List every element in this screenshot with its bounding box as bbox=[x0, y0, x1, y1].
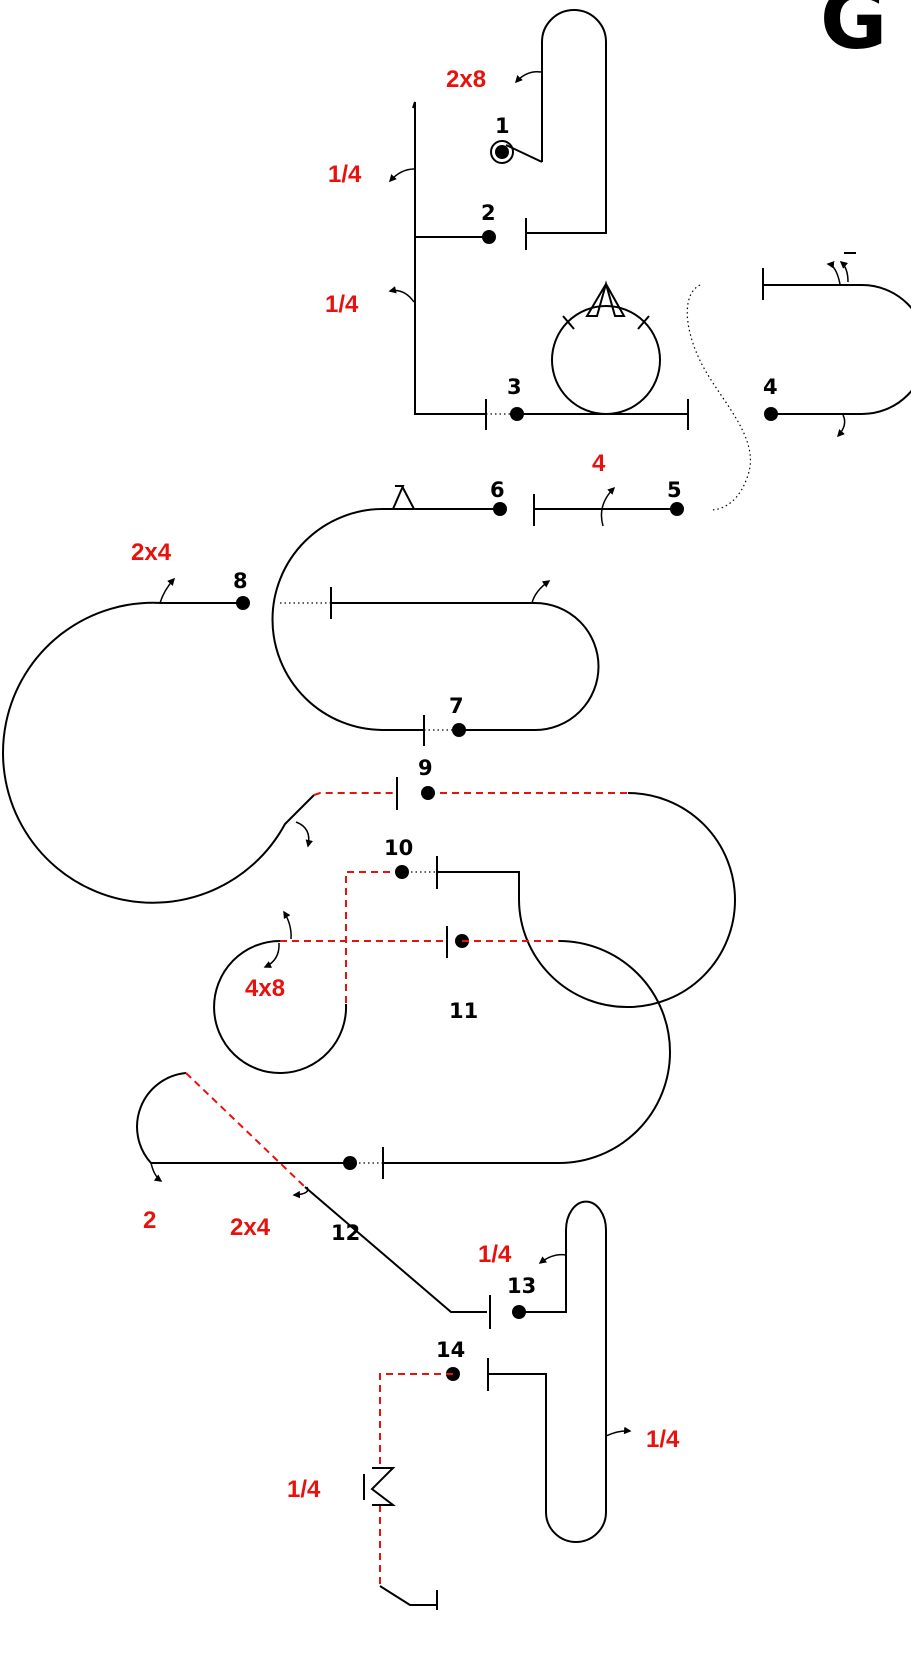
rotation-arrow-icon bbox=[531, 580, 551, 604]
path-6-7 bbox=[271, 485, 600, 746]
rotation-arrow-icon bbox=[839, 261, 849, 283]
position-dot bbox=[493, 502, 507, 516]
path-13-14 bbox=[487, 1200, 607, 1543]
position-dot bbox=[510, 407, 524, 421]
position-label: 13 bbox=[507, 1274, 536, 1298]
path-9-10 bbox=[345, 792, 736, 1009]
position-dot bbox=[482, 230, 496, 244]
count-label: 2x4 bbox=[230, 1214, 271, 1241]
count-label: 1/4 bbox=[325, 291, 359, 318]
position-label: 5 bbox=[667, 478, 682, 502]
rotation-arrow-icon bbox=[292, 1186, 309, 1199]
count-label: 2x8 bbox=[446, 66, 486, 93]
rotation-arrow-icon bbox=[295, 821, 313, 848]
path-4-5 bbox=[686, 268, 911, 511]
rotation-arrow-icon bbox=[600, 486, 616, 527]
rotation-arrow-icon bbox=[836, 414, 846, 438]
position-label: 7 bbox=[449, 694, 464, 718]
position-label: 12 bbox=[331, 1221, 360, 1245]
count-label: 1/4 bbox=[287, 1476, 321, 1503]
path-5-6 bbox=[533, 494, 677, 526]
position-dot bbox=[236, 596, 250, 610]
position-label: 6 bbox=[490, 478, 505, 502]
position-label: 10 bbox=[384, 836, 413, 860]
position-dot bbox=[512, 1305, 526, 1319]
position-dot bbox=[421, 786, 435, 800]
rotation-arrow-icon bbox=[826, 261, 841, 285]
position-label: 3 bbox=[507, 375, 522, 399]
path-8-9 bbox=[2, 601, 398, 904]
rotation-arrow-icon bbox=[283, 910, 292, 940]
position-label: 2 bbox=[481, 201, 496, 225]
position-dot bbox=[395, 865, 409, 879]
path-3-4 bbox=[517, 280, 689, 430]
position-dot bbox=[452, 723, 466, 737]
path-2-3 bbox=[412, 101, 514, 430]
count-label: 1/4 bbox=[478, 1241, 512, 1268]
position-label: 14 bbox=[436, 1338, 465, 1362]
start-marker bbox=[490, 140, 514, 164]
path-10-11 bbox=[213, 926, 448, 1074]
path-12-13 bbox=[136, 1072, 491, 1329]
count-label: 1/4 bbox=[328, 161, 362, 188]
count-label: 1/4 bbox=[646, 1426, 680, 1453]
position-label: 9 bbox=[418, 756, 433, 780]
rotation-arrow-icon bbox=[159, 577, 176, 604]
position-label: 1 bbox=[495, 114, 510, 138]
rotation-arrow-icon bbox=[514, 70, 542, 84]
path-14-exit bbox=[363, 1373, 453, 1610]
path-1-2 bbox=[505, 9, 607, 250]
position-dot bbox=[670, 502, 684, 516]
rotation-arrow-icon bbox=[605, 1426, 632, 1437]
position-label: 11 bbox=[449, 999, 478, 1023]
position-dot bbox=[764, 407, 778, 421]
count-label: 2x4 bbox=[131, 539, 172, 566]
rotation-arrow-icon bbox=[150, 1162, 163, 1182]
rotation-arrow-icon bbox=[388, 286, 415, 303]
position-label: 8 bbox=[233, 569, 248, 593]
rotation-arrow-icon bbox=[388, 168, 415, 183]
count-label: 4x8 bbox=[245, 975, 285, 1002]
count-label: 2 bbox=[143, 1207, 156, 1234]
corner-letter: G bbox=[820, 0, 887, 68]
rotation-arrow-icon bbox=[263, 942, 280, 968]
count-label: 4 bbox=[592, 450, 606, 477]
position-label: 4 bbox=[763, 375, 778, 399]
path-11-12 bbox=[350, 940, 671, 1179]
rotation-arrow-icon bbox=[538, 1253, 567, 1264]
